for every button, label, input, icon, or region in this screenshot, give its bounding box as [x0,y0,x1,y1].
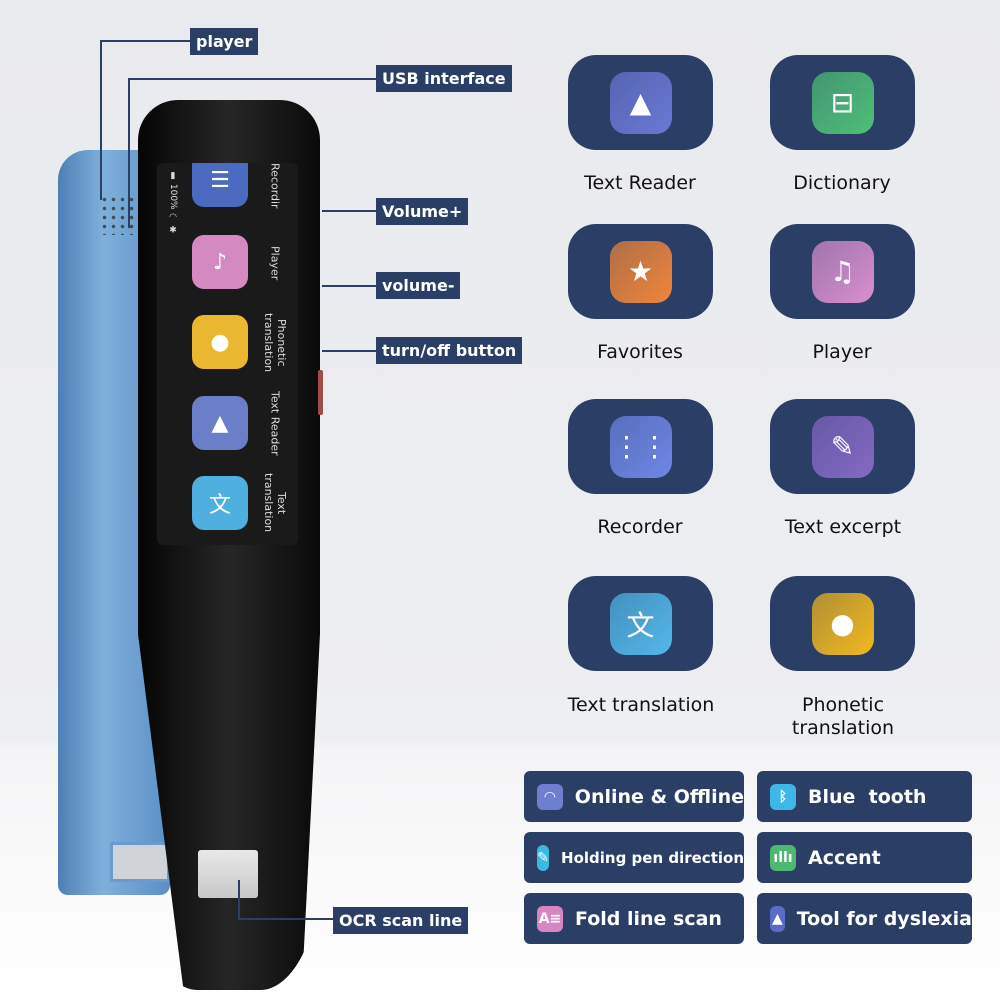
translate-icon: 文 [208,493,231,518]
feature-accent: ıllı Accent [757,832,972,883]
callout-player: player [190,28,259,55]
status-bar: ▮ 100% ◠ ✱ [163,171,183,235]
feature-label: Fold line scan [575,907,722,930]
recording-icon: ☰ [210,167,230,193]
text-reader-icon: ▲ [609,71,672,134]
folder-star-icon: ★ [609,240,672,303]
feature-online-offline: ◠ Online & Offline [524,771,744,822]
waveform-icon: ⋮⋮ [609,415,672,478]
translate-icon: 文 [609,592,672,655]
screen-item-phonetic[interactable]: ● [192,315,248,369]
function-tile-phonetic-translation[interactable]: ● [770,576,915,671]
ocr-scan-window [198,850,258,898]
text-scan-icon: A≡ [537,905,563,932]
wifi-icon: ◠ [168,212,178,223]
battery-level: 100% [168,183,178,210]
function-label: Player [812,341,872,363]
feature-label: Blue tooth [808,785,927,808]
callout-power: turn/off button [376,337,523,364]
audio-wave-icon: ıllı [770,844,796,871]
feature-label: Accent [808,846,881,869]
function-tile-favorites[interactable]: ★ [568,224,713,319]
screen-item-recording[interactable]: ☰ [192,163,248,207]
feature-holding-pen-direction: ✎ Holding pen direction [524,832,744,883]
function-tile-text-translation[interactable]: 文 [568,576,713,671]
callout-volume-up: Volume+ [376,198,469,225]
music-note-icon: ♫ [811,240,874,303]
microphone-icon: ● [811,592,874,655]
pen-icon: ✎ [537,844,550,871]
feature-tool-for-dyslexia: ▲ Tool for dyslexia [757,893,972,944]
function-label: Dictionary [793,172,891,194]
text-reader-icon: ▲ [211,410,229,436]
screen-item-player[interactable]: ♪ [192,235,248,289]
feature-label: Tool for dyslexia [796,907,972,930]
bluetooth-icon: ✱ [168,225,178,236]
scan-icon: ⊟ [811,71,874,134]
screen-label: Text Reader [268,390,282,456]
function-label: Recorder [597,516,683,538]
screen-label: Player [268,245,282,281]
wifi-icon: ◠ [537,783,563,810]
screen-label: Phonetic translation [262,313,288,373]
function-tile-recorder[interactable]: ⋮⋮ [568,399,713,494]
text-reader-icon: ▲ [770,905,785,932]
function-tile-text-excerpt[interactable]: ✎ [770,399,915,494]
screen-item-text-translation[interactable]: 文 [192,476,248,530]
feature-blue-tooth: ᛒ Blue tooth [757,771,972,822]
speaker-grille [100,195,140,235]
screen-label: Recordir [268,163,282,209]
edit-icon: ✎ [811,415,874,478]
callout-volume-down: volume- [376,272,461,299]
screen-label: Text translation [262,473,288,533]
power-button [318,370,323,415]
function-label: Favorites [597,341,683,363]
function-label: Text excerpt [784,516,902,538]
feature-label: Online & Offline [574,785,744,808]
function-tile-text-reader[interactable]: ▲ [568,55,713,150]
function-label: Text translation [567,694,715,716]
feature-fold-line-scan: A≡ Fold line scan [524,893,744,944]
pen-screen: ▮ 100% ◠ ✱ ☰ Recordir ♪ Player ● Phoneti… [157,163,298,545]
battery-icon: ▮ [168,171,178,181]
function-tile-dictionary[interactable]: ⊟ [770,55,915,150]
microphone-icon: ● [210,329,230,355]
callout-ocr: OCR scan line [333,907,469,934]
function-tile-player[interactable]: ♫ [770,224,915,319]
function-label: Phonetic translation [791,694,895,739]
function-label: Text Reader [584,172,696,194]
music-icon: ♪ [212,249,228,275]
scan-window-back [110,842,170,882]
screen-item-text-reader[interactable]: ▲ [192,396,248,450]
bluetooth-icon: ᛒ [770,783,796,810]
feature-label: Holding pen direction [561,848,744,867]
callout-usb: USB interface [376,65,512,92]
